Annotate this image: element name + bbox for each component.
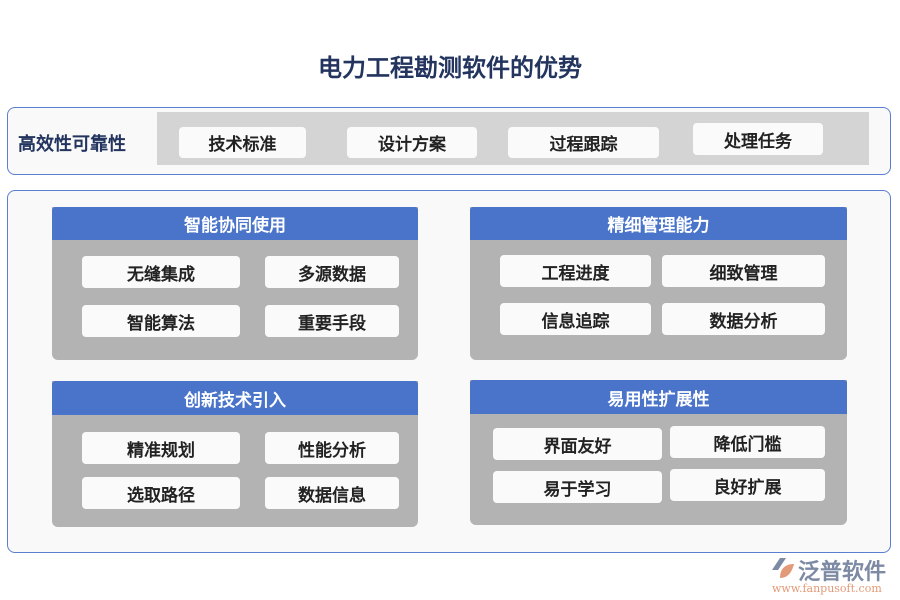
card-item: 重要手段 bbox=[265, 305, 399, 337]
top-item: 技术标准 bbox=[179, 127, 306, 158]
top-item: 设计方案 bbox=[347, 127, 477, 158]
card-item: 细致管理 bbox=[662, 255, 825, 287]
logo-icon bbox=[770, 556, 796, 580]
card-item: 多源数据 bbox=[265, 256, 399, 288]
card-header: 易用性扩展性 bbox=[470, 380, 847, 414]
card-item: 数据信息 bbox=[265, 477, 399, 509]
card-item: 界面友好 bbox=[493, 428, 662, 460]
card-item: 精准规划 bbox=[82, 432, 240, 464]
top-item: 过程跟踪 bbox=[508, 127, 659, 158]
card-item: 数据分析 bbox=[662, 303, 825, 335]
card-item: 降低门槛 bbox=[670, 426, 825, 458]
card-item: 工程进度 bbox=[500, 255, 651, 287]
card-header: 智能协同使用 bbox=[52, 207, 418, 240]
card-item: 选取路径 bbox=[82, 477, 240, 509]
top-section-label: 高效性可靠性 bbox=[18, 134, 126, 155]
card-header: 创新技术引入 bbox=[52, 381, 418, 415]
card-item: 无缝集成 bbox=[82, 256, 240, 288]
logo-url: www.fanpusoft.com bbox=[772, 582, 882, 595]
card-item: 信息追踪 bbox=[500, 303, 651, 335]
card-item: 智能算法 bbox=[82, 305, 240, 337]
page-title: 电力工程勘测软件的优势 bbox=[318, 54, 582, 82]
card-item: 易于学习 bbox=[493, 471, 662, 503]
card-item: 性能分析 bbox=[265, 432, 399, 464]
logo-name: 泛普软件 bbox=[798, 560, 887, 585]
top-item: 处理任务 bbox=[693, 123, 823, 155]
card-item: 良好扩展 bbox=[670, 469, 825, 501]
card-header: 精细管理能力 bbox=[470, 207, 847, 240]
